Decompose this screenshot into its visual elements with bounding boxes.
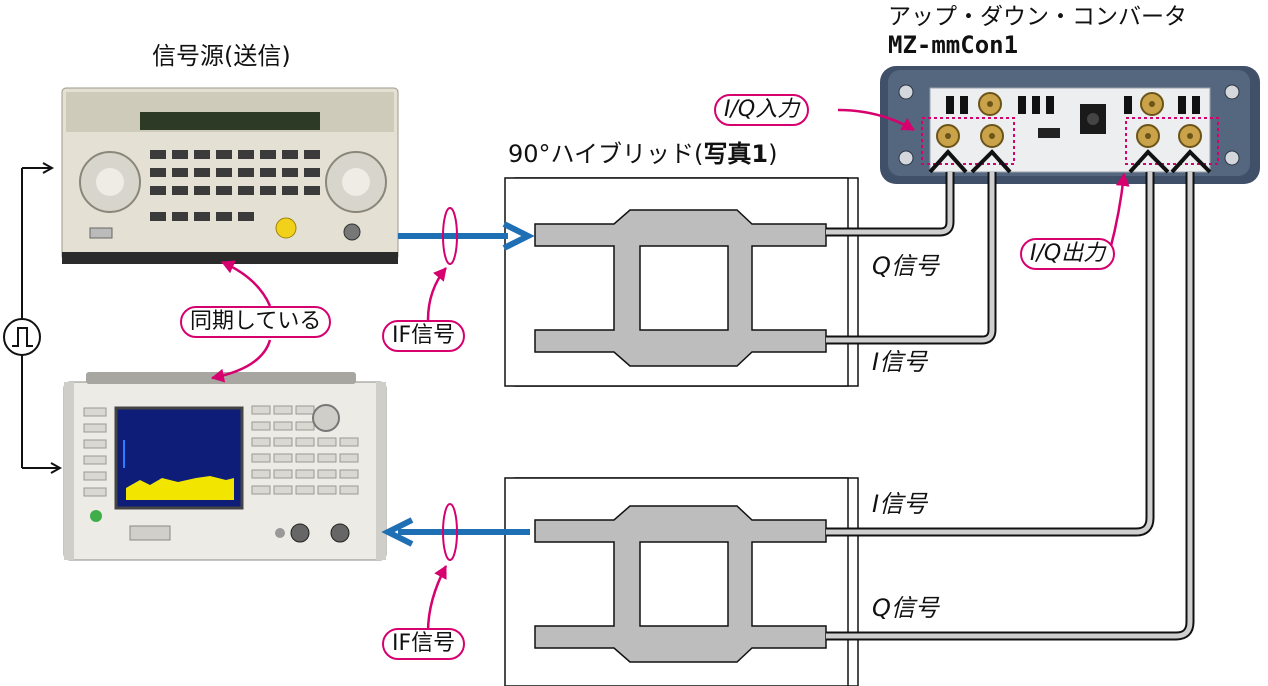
if-arrows: [381, 207, 535, 561]
converter-model: MZ-mmCon1: [888, 31, 1019, 59]
cables: [826, 172, 1195, 641]
sync-callout: 同期している: [180, 306, 332, 338]
if-signal-callout-top: IF信号: [382, 320, 466, 352]
pulse-icon: [12, 327, 33, 347]
converter-title: アップ・ダウン・コンバータ: [888, 4, 1187, 30]
hybrid-title-prefix: 90°ハイブリッド(: [508, 140, 704, 168]
q-signal-label-top: Q信号: [872, 252, 939, 280]
spectrum-analyzer: [63, 372, 387, 561]
iq-input-callout: I/Q入力: [714, 94, 810, 126]
clock-wiring: [3, 168, 60, 468]
q-signal-label-bottom: Q信号: [872, 594, 939, 622]
iq-output-callout: I/Q出力: [1020, 238, 1116, 270]
hybrid-title-suffix: ): [768, 140, 778, 168]
hybrid-top: [504, 177, 859, 387]
hybrid-bottom: [504, 477, 859, 686]
signal-source-label: 信号源(送信): [152, 42, 291, 70]
hybrid-title: 90°ハイブリッド(写真1): [508, 140, 778, 168]
hybrid-title-bold: 写真1: [703, 140, 769, 168]
callout-leaders: [211, 108, 1130, 633]
up-down-converter: [880, 66, 1260, 184]
signal-generator: [61, 87, 399, 264]
if-signal-callout-bottom: IF信号: [382, 628, 466, 660]
i-signal-label-bottom: I信号: [872, 490, 928, 518]
i-signal-label-top: I信号: [872, 348, 928, 376]
